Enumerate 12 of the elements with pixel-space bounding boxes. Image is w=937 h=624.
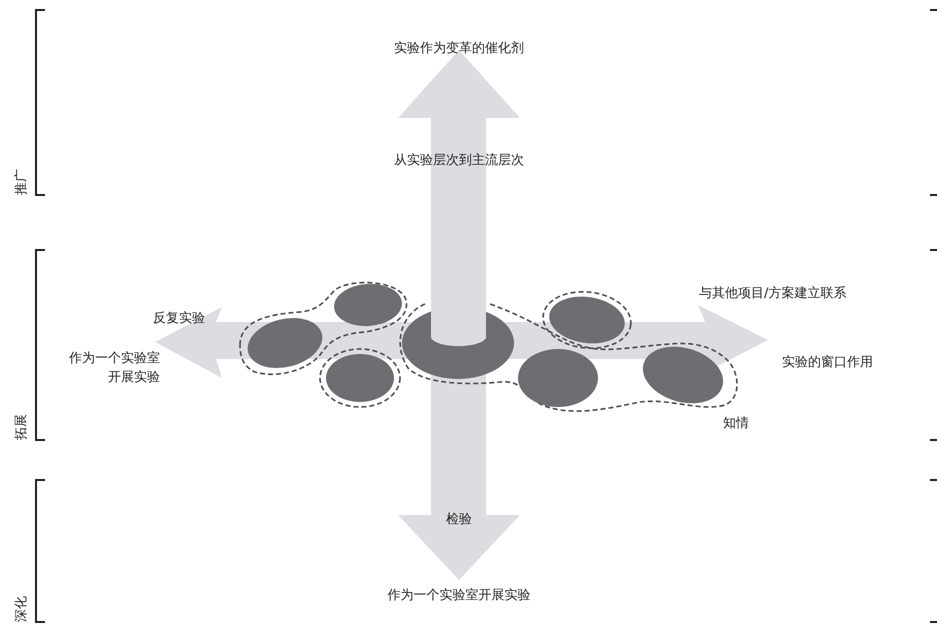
text-label: 从实验层次到主流层次: [394, 152, 524, 170]
text-label: 与其他项目/方案建立联系: [699, 285, 846, 303]
text-label: 实验作为变革的催化剂: [394, 40, 524, 58]
bracket-label: 深化: [12, 596, 30, 622]
text-label: 检验: [446, 511, 472, 529]
text-label: 作为一个实验室开展实验: [388, 587, 530, 605]
bracket-label: 拓展: [12, 414, 30, 440]
bracket-label: 推广: [12, 169, 30, 195]
text-label: 知情: [723, 415, 749, 433]
text-label: 作为一个实验室开展实验: [68, 350, 160, 387]
text-label: 实验的窗口作用: [782, 354, 873, 372]
text-label: 反复实验: [153, 310, 205, 328]
